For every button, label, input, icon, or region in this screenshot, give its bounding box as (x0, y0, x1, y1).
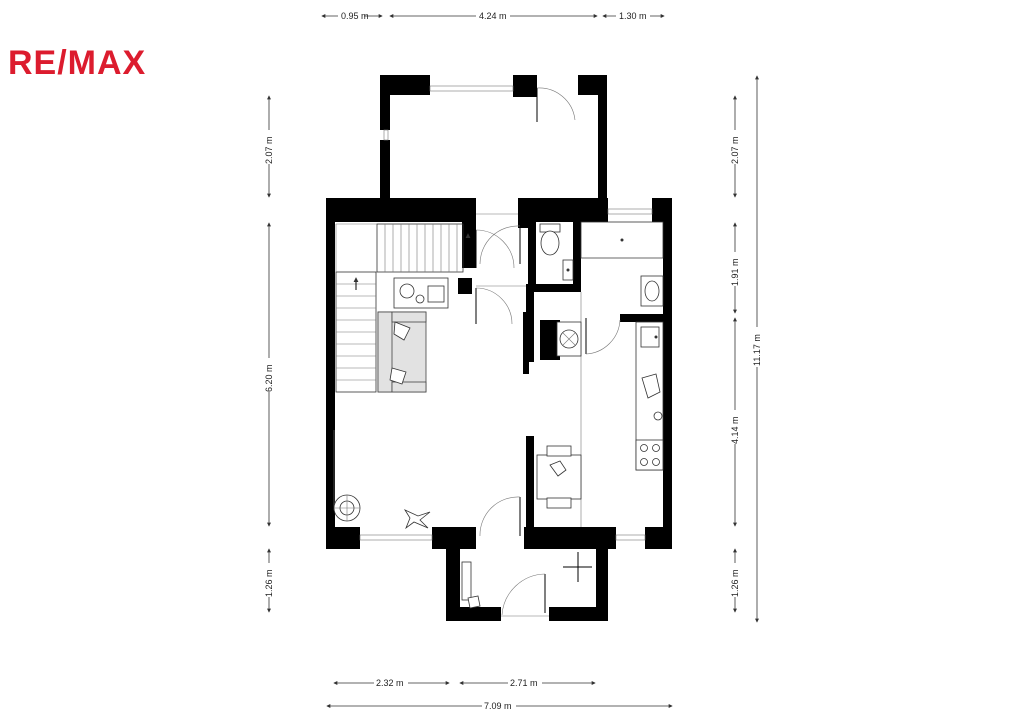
dim-left-3: 1.26 m (263, 548, 275, 613)
window-annex-top (429, 85, 514, 92)
toilet (539, 223, 561, 256)
dim-top-3: 1.30 m (602, 11, 665, 21)
dim-right-3-label: 4.14 m (730, 416, 740, 444)
dim-top-3-label: 1.30 m (619, 11, 647, 21)
staircase-lower (335, 223, 377, 393)
dim-right-total-label: 11.17 m (752, 334, 762, 366)
sofa (377, 311, 427, 393)
door-annex (536, 87, 576, 122)
doors (475, 87, 621, 617)
washing-machine (556, 321, 582, 357)
dim-left-1: 2.07 m (263, 95, 275, 198)
dim-top-2-label: 4.24 m (479, 11, 507, 21)
walls (326, 75, 672, 621)
door-front (501, 573, 549, 617)
dim-right-1-label: 2.07 m (730, 136, 740, 164)
dim-right-4-label: 1.26 m (730, 569, 740, 597)
window-annex-left (383, 129, 389, 141)
dim-right-total: 11.17 m (751, 75, 763, 623)
dim-right-1: 2.07 m (729, 95, 741, 198)
plant (403, 509, 431, 530)
dim-bottom-2-label: 2.71 m (510, 678, 538, 688)
dim-bottom-2: 2.71 m (459, 678, 596, 688)
dim-left-1-label: 2.07 m (264, 136, 274, 164)
door-entrance (479, 496, 521, 537)
armchair (333, 494, 361, 522)
dim-top-1: 0.95 m (321, 11, 383, 21)
coat-rack (563, 552, 592, 582)
remax-logo: RE/MAX (8, 44, 146, 82)
wc-sink (562, 259, 574, 281)
dim-right-2: 1.91 m (729, 222, 741, 314)
dimension-lines: 0.95 m 4.24 m 1.30 m 2.07 m 6.20 m 1.26 … (263, 11, 763, 711)
dim-bottom-1: 2.32 m (333, 678, 450, 688)
dim-right-4: 1.26 m (729, 548, 741, 613)
stove (635, 439, 664, 471)
dim-left-2: 6.20 m (263, 222, 275, 527)
door-bath (585, 318, 621, 355)
dim-right-3: 4.14 m (729, 317, 741, 527)
window-living-bottom (359, 534, 433, 541)
dim-bottom-total-label: 7.09 m (484, 701, 512, 711)
window-kitchen-bottom (615, 534, 646, 541)
bath-sink (640, 275, 664, 307)
remax-logo-text: RE/MAX (8, 44, 146, 82)
dim-left-3-label: 1.26 m (264, 569, 274, 597)
dim-top-1-label: 0.95 m (341, 11, 369, 21)
bathtub (580, 221, 664, 259)
dim-right-2-label: 1.91 m (730, 258, 740, 286)
door-wc (479, 225, 521, 265)
staircase-upper (376, 223, 471, 273)
shoe-cabinet (461, 561, 481, 609)
dim-left-2-label: 6.20 m (264, 364, 274, 392)
window-kitchen-top (607, 208, 653, 215)
dining-table (536, 445, 582, 509)
door-stairs (475, 213, 518, 269)
door-hall (475, 285, 526, 325)
side-table (393, 277, 449, 309)
dim-bottom-1-label: 2.32 m (376, 678, 404, 688)
dim-top-2: 4.24 m (389, 11, 598, 21)
dim-bottom-total: 7.09 m (326, 701, 673, 711)
